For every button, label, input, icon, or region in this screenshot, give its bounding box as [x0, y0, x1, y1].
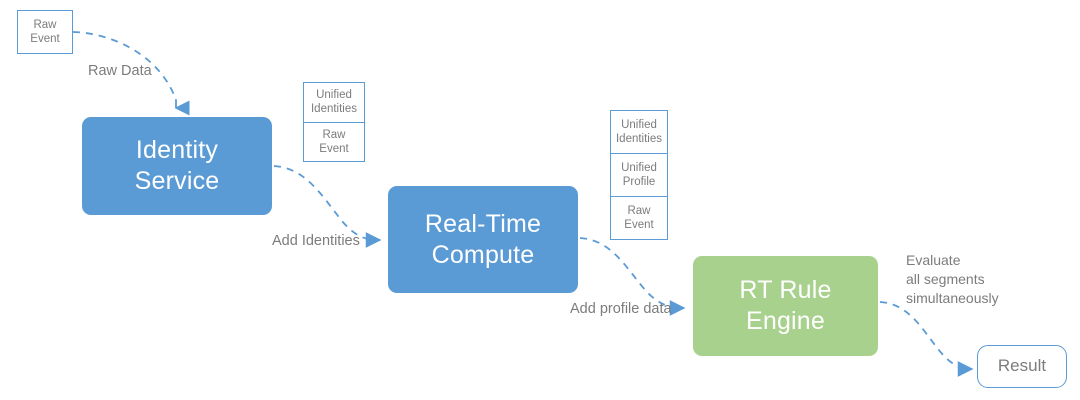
payload-stack-after-identity-service: Unified Identities Raw Event — [303, 82, 365, 162]
edge-identity-to-compute — [273, 165, 382, 248]
payload-cell-unified-identities: Unified Identities — [304, 83, 364, 123]
payload-stack-after-realtime-compute: Unified Identities Unified Profile Raw E… — [610, 110, 668, 240]
edge-compute-to-rules — [579, 237, 686, 316]
edge-label-add-profile-data: Add profile data — [570, 301, 672, 317]
node-raw-event-source[interactable]: Raw Event — [17, 10, 73, 54]
payload-cell-unified-identities: Unified Identities — [611, 111, 667, 154]
payload-cell-raw-event: Raw Event — [624, 204, 654, 231]
edge-label-raw-data: Raw Data — [88, 63, 152, 79]
node-identity-service[interactable]: Identity Service — [82, 117, 272, 215]
edge-rules-to-result — [879, 301, 974, 377]
node-rt-rule-engine[interactable]: RT Rule Engine — [693, 256, 878, 356]
node-realtime-compute[interactable]: Real-Time Compute — [388, 186, 578, 293]
edge-label-add-identities: Add Identities — [272, 233, 360, 249]
edge-label-evaluate-all-segments: Evaluate all segments simultaneously — [906, 252, 999, 306]
payload-cell-unified-profile: Unified Profile — [611, 154, 667, 197]
payload-cell-raw-event: Raw Event — [319, 128, 349, 155]
node-result[interactable]: Result — [977, 345, 1067, 388]
